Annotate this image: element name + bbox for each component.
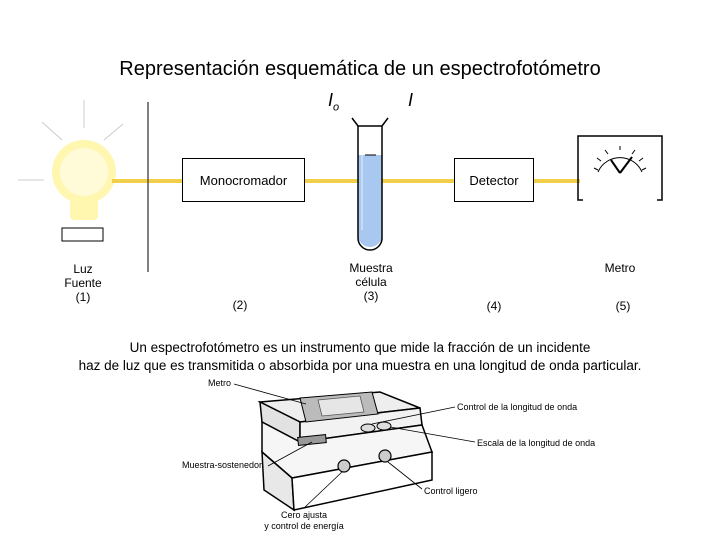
lamp-base [61,227,104,242]
sample-tube-icon [351,117,389,251]
wavelength-control-label: Control de la longitud de onda [457,402,578,412]
diagram-title: Representación esquemática de un espectr… [119,58,601,80]
light-rays [18,100,124,181]
meter-icon [577,135,663,201]
wavelength-knob [360,423,376,433]
meter-number: (5) [615,299,631,313]
wavelength-scale-label: Escala de la longitud de onda [477,438,596,448]
device-meter-label: Metro [208,378,232,388]
light-control-knob [378,449,392,463]
wavelength-scale-knob [376,421,392,431]
sample-holder-label: Muestra-sostenedor [182,460,263,470]
instrument-drawing [233,383,476,512]
light-control-label: Control ligero [424,486,478,496]
zero-adjust-knob [337,459,351,473]
source-label: Luz Fuente (1) [64,262,102,304]
sample-holder-lid [297,434,327,446]
detector-box: Detector [454,158,534,202]
detector-number: (4) [486,299,502,313]
meter-window [299,391,379,423]
transmitted-intensity-label: I [408,90,414,110]
description: Un espectrofotómetro es un instrumento q… [78,340,642,373]
leader-lines [233,383,476,509]
zero-adjust-label: Cero ajusta y control de energía [264,510,344,531]
monochromator-box: Monocromador [182,158,305,202]
bulb-icon [52,140,116,220]
monochromator-number: (2) [232,298,248,312]
incident-intensity-label: Io [328,90,340,114]
meter-label: Metro [604,261,636,275]
sample-label: Muestra célula (3) [349,261,393,303]
